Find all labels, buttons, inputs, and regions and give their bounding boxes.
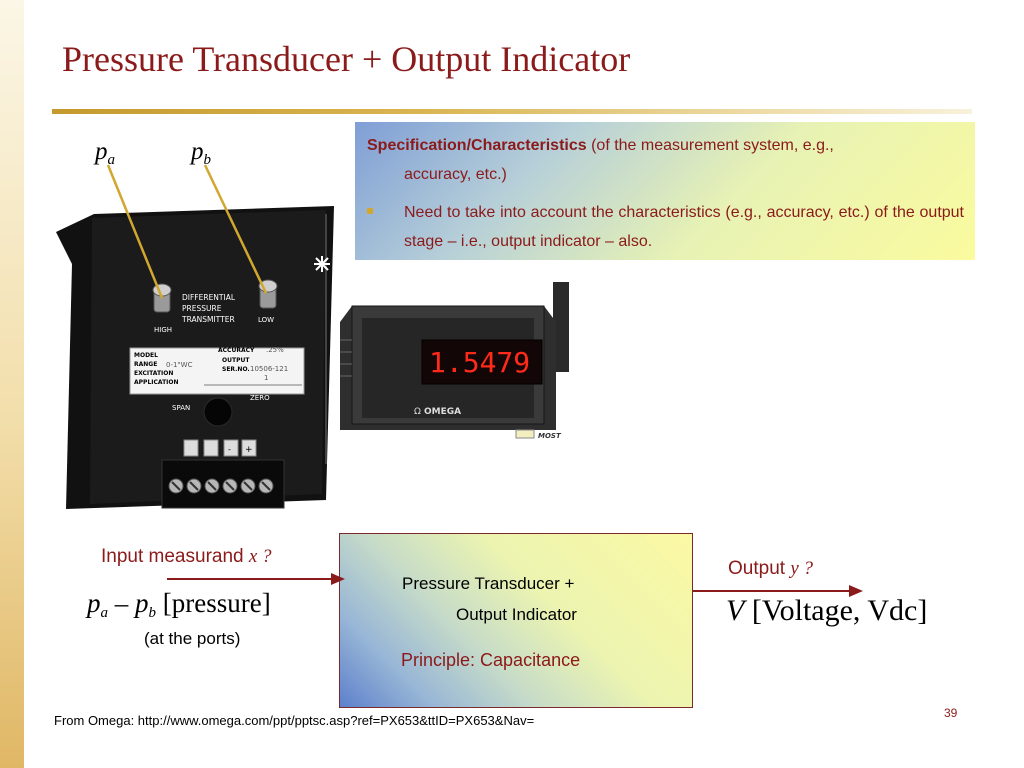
plate-title-2: PRESSURE bbox=[182, 304, 222, 313]
svg-text:0-1"WC: 0-1"WC bbox=[166, 361, 193, 369]
label-span: SPAN bbox=[172, 404, 190, 412]
port-label-pb: pb bbox=[191, 138, 211, 168]
input-label: Input measurand x ? bbox=[101, 546, 272, 567]
spec-bullet-text: Need to take into account the characteri… bbox=[404, 204, 964, 250]
spec-bullet: Need to take into account the characteri… bbox=[367, 198, 964, 256]
svg-text:SER.NO.: SER.NO. bbox=[222, 366, 250, 373]
pressure-transmitter-photo: HIGH LOW DIFFERENTIAL PRESSURE TRANSMITT… bbox=[56, 206, 334, 509]
svg-text:Ω: Ω bbox=[414, 407, 421, 417]
ports-note: (at the ports) bbox=[144, 629, 241, 648]
svg-text:OUTPUT: OUTPUT bbox=[222, 357, 250, 364]
output-indicator-photo: 1.5479 OMEGA Ω MOST bbox=[340, 305, 562, 440]
block-line-2: Output Indicator bbox=[456, 605, 577, 624]
svg-text:MOST: MOST bbox=[538, 432, 562, 440]
label-high: HIGH bbox=[154, 326, 172, 334]
bullet-square-icon bbox=[367, 208, 373, 214]
port-label-pa: pa bbox=[95, 138, 115, 168]
page-number: 39 bbox=[944, 706, 958, 720]
svg-text:MODEL: MODEL bbox=[134, 352, 158, 359]
slide-title: Pressure Transducer + Output Indicator bbox=[62, 39, 631, 79]
spec-label-plate bbox=[129, 347, 305, 395]
high-port-fitting-icon bbox=[152, 283, 172, 313]
voltage-expression: V [Voltage, Vdc] bbox=[726, 594, 928, 627]
svg-text:1: 1 bbox=[264, 374, 268, 382]
output-arrow-icon bbox=[693, 585, 863, 597]
svg-text:.25%: .25% bbox=[266, 346, 284, 354]
spec-heading-line: Specification/Characteristics (of the me… bbox=[367, 131, 964, 160]
glint-icon bbox=[314, 256, 330, 272]
output-label: Output y ? bbox=[728, 558, 814, 579]
label-low: LOW bbox=[258, 316, 274, 324]
label-zero: ZERO bbox=[250, 394, 270, 402]
input-arrow-icon bbox=[167, 573, 345, 585]
meter-side-strip bbox=[553, 282, 569, 372]
svg-text:ACCURACY: ACCURACY bbox=[218, 347, 255, 354]
svg-text:+: + bbox=[245, 445, 253, 455]
meter-brand: OMEGA bbox=[424, 407, 461, 417]
meter-reading: 1.5479 bbox=[429, 346, 530, 379]
spec-heading: Specification/Characteristics bbox=[367, 137, 587, 154]
plate-title-1: DIFFERENTIAL bbox=[182, 293, 236, 302]
source-note: From Omega: http://www.omega.com/ppt/ppt… bbox=[54, 713, 535, 728]
block-line-1: Pressure Transducer + bbox=[402, 574, 575, 593]
block-principle: Principle: Capacitance bbox=[401, 650, 581, 670]
spec-heading-rest2: accuracy, etc.) bbox=[404, 166, 507, 183]
specification-box: Specification/Characteristics (of the me… bbox=[355, 122, 975, 260]
svg-text:10506-121: 10506-121 bbox=[250, 365, 288, 373]
svg-text:RANGE: RANGE bbox=[134, 361, 157, 368]
spec-heading-rest: (of the measurement system, e.g., bbox=[591, 137, 834, 154]
meter-display bbox=[421, 339, 543, 385]
svg-text:EXCITATION: EXCITATION bbox=[134, 370, 173, 377]
title-underline bbox=[52, 109, 972, 114]
left-decorative-strip bbox=[0, 0, 24, 768]
plate-title-3: TRANSMITTER bbox=[181, 315, 235, 324]
low-port-fitting-icon bbox=[258, 279, 278, 309]
pressure-expression: pa – pb [pressure] bbox=[87, 588, 271, 621]
svg-text:-: - bbox=[228, 445, 231, 454]
transducer-block: Pressure Transducer + Output Indicator P… bbox=[339, 533, 693, 708]
adjust-knob-icon bbox=[203, 397, 233, 427]
svg-text:APPLICATION: APPLICATION bbox=[134, 379, 179, 386]
